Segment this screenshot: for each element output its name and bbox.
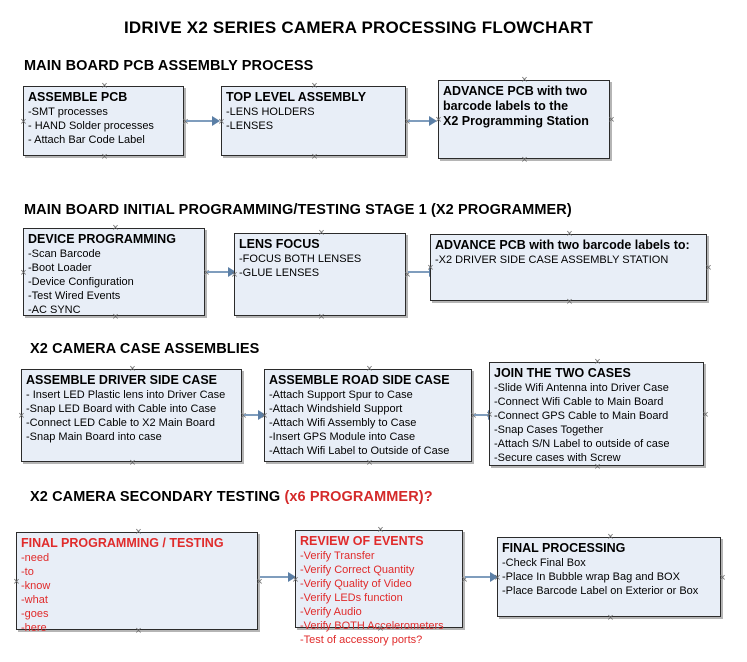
- node-line: -Verify Transfer: [300, 550, 375, 562]
- connector-final-programming-to-review-of-events: [260, 572, 296, 582]
- node-header: FINAL PROGRAMMING / TESTING: [21, 536, 224, 550]
- node-line: -here: [21, 622, 47, 634]
- node-line: -Scan Barcode: [28, 248, 101, 260]
- node-header: DEVICE PROGRAMMING: [28, 232, 176, 246]
- node-assemble-driver-side-case[interactable]: ASSEMBLE DRIVER SIDE CASE - Insert LED P…: [21, 369, 242, 462]
- node-line: -Slide Wifi Antenna into Driver Case: [494, 382, 669, 394]
- connector-review-of-events-to-final-processing: [465, 572, 498, 582]
- section-heading-text: X2 CAMERA SECONDARY TESTING: [30, 489, 285, 505]
- node-header-line: barcode labels to the: [443, 99, 569, 113]
- node-line: -goes: [21, 608, 49, 620]
- resize-handle-left[interactable]: [19, 269, 28, 278]
- section-heading-main-board-initial-programming: MAIN BOARD INITIAL PROGRAMMING/TESTING S…: [24, 202, 572, 218]
- node-line: -Attach S/N Label to outside of case: [494, 438, 670, 450]
- node-line: -Place In Bubble wrap Bag and BOX: [502, 571, 680, 583]
- node-header: LENS FOCUS: [239, 237, 320, 251]
- resize-handle-left[interactable]: [17, 412, 26, 421]
- node-final-processing[interactable]: FINAL PROCESSING -Check Final Box -Place…: [497, 537, 721, 617]
- node-device-programming[interactable]: DEVICE PROGRAMMING -Scan Barcode -Boot L…: [23, 228, 205, 316]
- node-assemble-pcb[interactable]: ASSEMBLE PCB -SMT processes - HAND Solde…: [23, 86, 184, 156]
- node-line: -Device Configuration: [28, 276, 134, 288]
- node-line: -Secure cases with Screw: [494, 452, 621, 464]
- node-line: -Insert GPS Module into Case: [269, 431, 416, 443]
- resize-handle-right[interactable]: [701, 411, 710, 420]
- resize-handle-right[interactable]: [718, 574, 727, 583]
- node-line: - Insert LED Plastic lens into Driver Ca…: [26, 389, 226, 401]
- node-header: ASSEMBLE PCB: [28, 90, 128, 104]
- node-line: -AC SYNC: [28, 304, 81, 316]
- resize-handle-bottom[interactable]: [128, 459, 137, 468]
- node-header-line: X2 Programming Station: [443, 114, 589, 128]
- node-line: -Connect Wifi Cable to Main Board: [494, 396, 664, 408]
- resize-handle-right[interactable]: [704, 264, 713, 273]
- node-line: -Verify LEDs function: [300, 592, 403, 604]
- node-line: -Verify BOTH Accelerometers: [300, 620, 444, 632]
- node-line: -Snap LED Board with Cable into Case: [26, 403, 217, 415]
- node-line: -what: [21, 594, 48, 606]
- resize-handle-bottom[interactable]: [520, 156, 529, 165]
- resize-handle-bottom[interactable]: [365, 459, 374, 468]
- node-line: -need: [21, 552, 50, 564]
- node-line: -LENS HOLDERS: [226, 106, 315, 118]
- node-header: ASSEMBLE ROAD SIDE CASE: [269, 373, 450, 387]
- node-line: -Check Final Box: [502, 557, 586, 569]
- node-line: -Test Wired Events: [28, 290, 121, 302]
- connector-driver-side-to-road-side: [244, 410, 266, 420]
- section-heading-main-board-pcb-assembly-process: MAIN BOARD PCB ASSEMBLY PROCESS: [24, 58, 314, 74]
- node-line: -X2 DRIVER SIDE CASE ASSEMBLY STATION: [435, 254, 669, 266]
- resize-handle-bottom[interactable]: [317, 313, 326, 322]
- node-line: -Snap Main Board into case: [26, 431, 162, 443]
- node-join-the-two-cases[interactable]: JOIN THE TWO CASES -Slide Wifi Antenna i…: [489, 362, 704, 466]
- node-line: -know: [21, 580, 51, 592]
- node-line: -Verify Audio: [300, 606, 362, 618]
- node-line: -to: [21, 566, 34, 578]
- node-line: -GLUE LENSES: [239, 267, 320, 279]
- node-review-of-events[interactable]: REVIEW OF EVENTS -Verify Transfer -Verif…: [295, 530, 463, 646]
- node-assemble-road-side-case[interactable]: ASSEMBLE ROAD SIDE CASE -Attach Support …: [264, 369, 472, 462]
- node-header: ASSEMBLE DRIVER SIDE CASE: [26, 373, 218, 387]
- node-line: -Verify Quality of Video: [300, 578, 412, 590]
- resize-handle-bottom[interactable]: [310, 153, 319, 162]
- node-advance-pcb-driver-side-case[interactable]: ADVANCE PCB with two barcode labels to: …: [430, 234, 707, 301]
- node-line: - Attach Bar Code Label: [28, 134, 145, 146]
- node-header-line: ADVANCE PCB with two: [443, 84, 588, 98]
- node-header: FINAL PROCESSING: [502, 541, 626, 555]
- connector-top-level-assembly-to-advance-pcb: [408, 116, 437, 126]
- node-line: -Attach Wifi Assembly to Case: [269, 417, 417, 429]
- node-header: ADVANCE PCB with two barcode labels to:: [435, 238, 690, 252]
- node-lens-focus[interactable]: LENS FOCUS -FOCUS BOTH LENSES -GLUE LENS…: [234, 233, 406, 316]
- section-heading-x2-camera-secondary-testing: X2 CAMERA SECONDARY TESTING (x6 PROGRAMM…: [30, 489, 433, 505]
- node-line: -Connect GPS Cable to Main Board: [494, 410, 669, 422]
- node-final-programming-testing[interactable]: FINAL PROGRAMMING / TESTING -need -to -k…: [16, 532, 258, 634]
- node-line: -Attach Wifi Label to Outside of Case: [269, 445, 450, 457]
- node-line: -Place Barcode Label on Exterior or Box: [502, 585, 699, 597]
- connector-device-programming-to-lens-focus: [207, 267, 236, 277]
- resize-handle-bottom[interactable]: [565, 298, 574, 307]
- node-line-overflow: -Test of accessory ports?: [300, 634, 423, 646]
- node-line: -Snap Cases Together: [494, 424, 604, 436]
- resize-handle-right[interactable]: [607, 116, 616, 125]
- node-line: - HAND Solder processes: [28, 120, 154, 132]
- node-line: -Boot Loader: [28, 262, 92, 274]
- resize-handle-left[interactable]: [19, 118, 28, 127]
- node-header: REVIEW OF EVENTS: [300, 534, 424, 548]
- section-heading-accent: (x6 PROGRAMMER)?: [284, 489, 433, 505]
- connector-assemble-pcb-to-top-level-assembly: [186, 116, 220, 126]
- node-line: -Attach Support Spur to Case: [269, 389, 413, 401]
- node-line: -Verify Correct Quantity: [300, 564, 415, 576]
- node-advance-pcb-programming-station[interactable]: ADVANCE PCB with two barcode labels to t…: [438, 80, 610, 159]
- node-line: -Attach Windshield Support: [269, 403, 403, 415]
- node-line: -Connect LED Cable to X2 Main Board: [26, 417, 215, 429]
- node-header: JOIN THE TWO CASES: [494, 366, 631, 380]
- node-line: -SMT processes: [28, 106, 108, 118]
- node-line: -LENSES: [226, 120, 274, 132]
- node-line: -FOCUS BOTH LENSES: [239, 253, 362, 265]
- resize-handle-left[interactable]: [12, 578, 21, 587]
- page-title: IDRIVE X2 SERIES CAMERA PROCESSING FLOWC…: [124, 18, 594, 37]
- resize-handle-bottom[interactable]: [606, 614, 615, 623]
- node-top-level-assembly[interactable]: TOP LEVEL ASSEMBLY -LENS HOLDERS -LENSES: [221, 86, 406, 156]
- node-header: TOP LEVEL ASSEMBLY: [226, 90, 367, 104]
- resize-handle-bottom[interactable]: [100, 153, 109, 162]
- section-heading-x2-camera-case-assemblies: X2 CAMERA CASE ASSEMBLIES: [30, 341, 260, 357]
